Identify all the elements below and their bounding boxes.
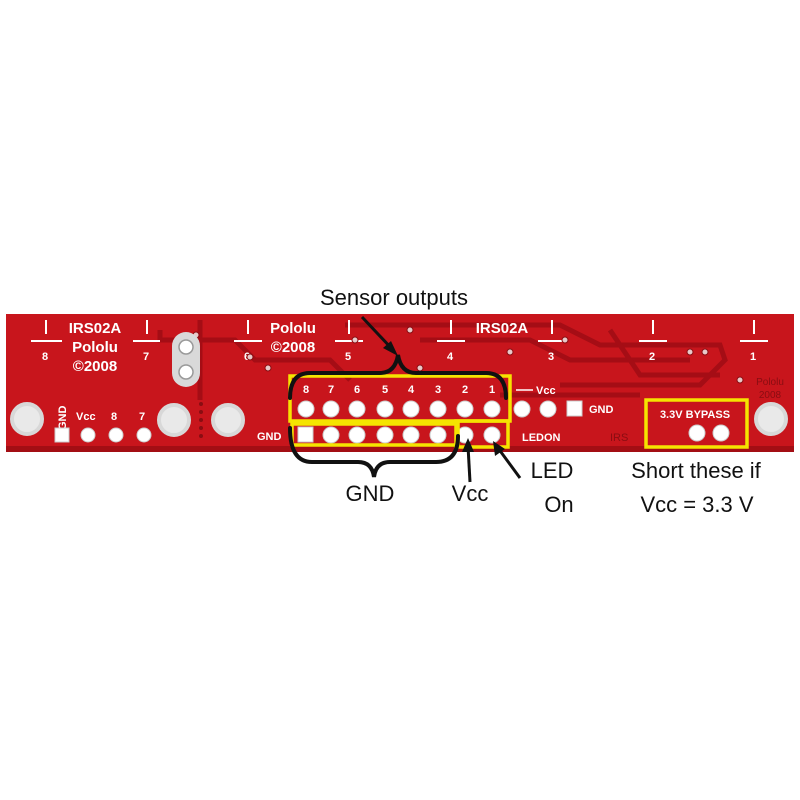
left-header-7: 7 [139, 411, 145, 423]
faint-logo: Pololu 2008 [756, 377, 784, 401]
callout-led-line1: LED [531, 458, 574, 483]
sensor-number-8: 8 [42, 351, 48, 363]
mounting-holes [10, 402, 788, 437]
left-header-pin-gnd [54, 427, 70, 443]
arrow-led-on-head [493, 441, 505, 456]
arrows [360, 315, 522, 483]
left-header-gnd: GND [57, 406, 69, 431]
callouts: Sensor outputs GND Vcc LED On Short thes… [320, 285, 762, 517]
highlight-bypass [644, 398, 749, 449]
right-module-model: IRS02A [476, 320, 529, 337]
arrow-led-on [496, 447, 522, 479]
main-header-number-1: 1 [489, 384, 495, 396]
bypass-label: 3.3V BYPASS [660, 409, 730, 421]
main-header-number-3: 3 [435, 384, 441, 396]
faint-irs-label: IRS [610, 432, 628, 444]
main-header-vcc: Vcc [536, 385, 556, 397]
arrow-vcc-head [462, 438, 474, 452]
main-header-number-4: 4 [408, 384, 415, 396]
pcb-board: 8 7 6 5 4 3 2 1 IRS02A Pololu ©2008 Polo… [6, 314, 794, 452]
sensor-number-4: 4 [447, 351, 454, 363]
faint-logo-year: 2008 [759, 390, 782, 401]
main-header-gnd-left: GND [257, 431, 282, 443]
callout-sensor-outputs: Sensor outputs [320, 285, 468, 310]
callout-vcc: Vcc [452, 481, 489, 506]
left-module-model: IRS02A [69, 320, 122, 337]
left-header-pin-7 [136, 427, 152, 443]
pcb-bottom-edge [6, 446, 794, 452]
mounting-hole-center-left [157, 403, 191, 437]
main-header-bottom-row [297, 426, 501, 444]
sensor-number-1: 1 [750, 351, 756, 363]
bypass-pads: 3.3V BYPASS [660, 409, 730, 442]
copper-traces [157, 320, 728, 400]
sensor-dividers [31, 320, 768, 342]
mounting-hole-center-right [211, 403, 245, 437]
main-header-number-2: 2 [462, 384, 468, 396]
center-module-year: ©2008 [271, 339, 315, 356]
sensor-number-2: 2 [649, 351, 655, 363]
bottom-brace [288, 426, 460, 478]
callout-gnd: GND [346, 481, 395, 506]
main-header-top-row [297, 400, 583, 418]
highlight-vcc-led [454, 419, 510, 449]
left-module-year: ©2008 [73, 358, 117, 375]
mounting-hole-left [10, 402, 44, 436]
left-header-8: 8 [111, 411, 117, 423]
left-module-brand: Pololu [72, 339, 118, 356]
main-header-number-6: 6 [354, 384, 360, 396]
module-labels: IRS02A Pololu ©2008 Pololu ©2008 IRS02A [69, 320, 529, 375]
main-header-number-7: 7 [328, 384, 334, 396]
main-header-number-5: 5 [382, 384, 388, 396]
callout-short-line1: Short these if [631, 458, 762, 483]
callout-short-line2: Vcc = 3.3 V [640, 492, 753, 517]
faint-logo-brand: Pololu [756, 377, 784, 388]
callout-led-line2: On [544, 492, 573, 517]
main-header-number-8: 8 [303, 384, 309, 396]
main-header-numbers: 8 7 6 5 4 3 2 1 [303, 384, 495, 396]
sensor-number-3: 3 [548, 351, 554, 363]
center-module-brand: Pololu [270, 320, 316, 337]
left-header-vcc: Vcc [76, 411, 96, 423]
left-header-pin-vcc [80, 427, 96, 443]
main-header-gnd-right: GND [589, 404, 614, 416]
vias [192, 326, 744, 384]
main-header-ledon: LEDON [522, 432, 561, 444]
top-brace [288, 354, 508, 400]
mounting-hole-right [754, 402, 788, 436]
left-header-pin-8 [108, 427, 124, 443]
left-header: GND Vcc 8 7 [54, 406, 152, 443]
break-line [199, 402, 203, 438]
braces [288, 354, 508, 478]
arrow-sensor-outputs-head [383, 341, 398, 356]
sensor-number-5: 5 [345, 351, 351, 363]
sensor-number-7: 7 [143, 351, 149, 363]
jumper-pad [172, 332, 200, 387]
